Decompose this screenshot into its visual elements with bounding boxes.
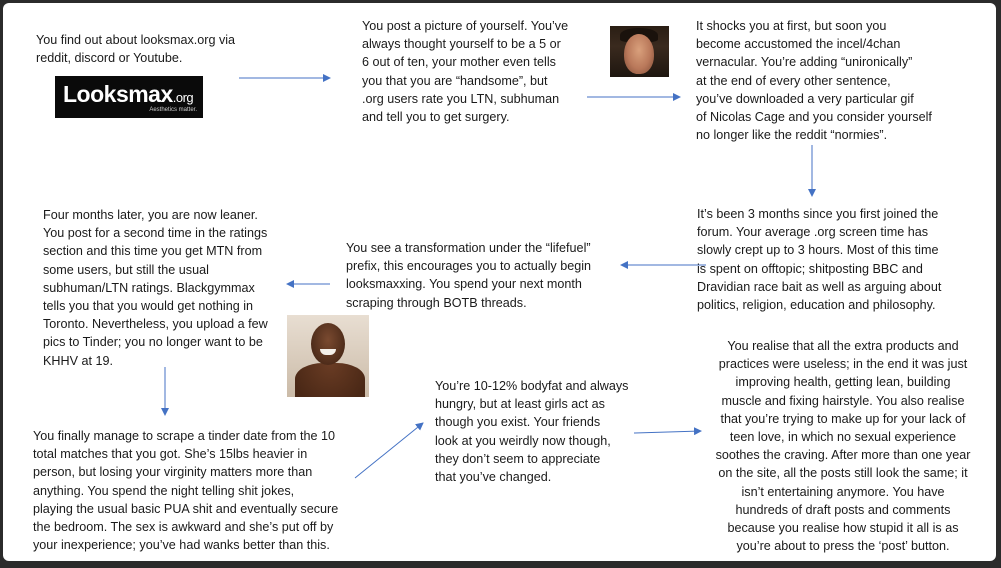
logo-tagline: Aesthetics matter.: [149, 107, 197, 113]
smiling-man-photo: [287, 315, 369, 397]
step-4-text: It’s been 3 months since you first joine…: [697, 207, 942, 313]
flowchart-canvas: Looksmax.org Aesthetics matter. You find…: [3, 3, 996, 561]
step-3-text: It shocks you at first, but soon you bec…: [696, 19, 932, 143]
nicolas-cage-photo: [610, 26, 669, 77]
looksmax-logo: Looksmax.org Aesthetics matter.: [55, 76, 203, 118]
arrow-8-to-9: [633, 427, 702, 436]
step-8-text: You’re 10-12% bodyfat and always hungry,…: [435, 379, 629, 485]
step-2-text: You post a picture of yourself. You’ve a…: [362, 19, 569, 125]
step-5-text: You see a transformation under the “life…: [346, 241, 592, 310]
arrow-7-to-8: [354, 422, 424, 479]
arrows-layer: [161, 74, 816, 479]
step-7-text: You finally manage to scrape a tinder da…: [33, 429, 339, 553]
step-6-text: Four months later, you are now leaner. Y…: [43, 208, 268, 368]
step-9-text: You realise that all the extra products …: [715, 339, 971, 554]
logo-wordmark: Looksmax.org: [63, 81, 194, 107]
step-1-text: You find out about looksmax.org via redd…: [36, 33, 236, 66]
